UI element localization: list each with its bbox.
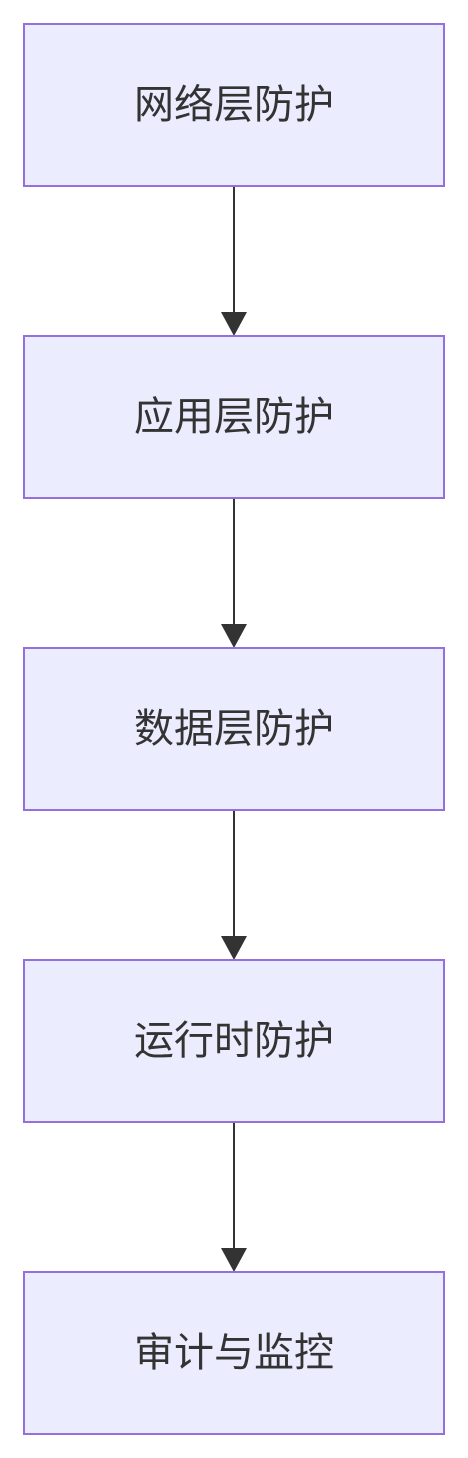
node-network-layer: 网络层防护 [23,23,445,187]
arrow-down-icon [221,624,247,648]
node-box [23,23,445,187]
node-box [23,335,445,499]
node-box [23,1271,445,1435]
node-label: 运行时防护 [134,1018,334,1064]
arrow-down-icon [221,312,247,336]
node-runtime: 运行时防护 [23,959,445,1123]
arrow-down-icon [221,936,247,960]
node-label: 网络层防护 [134,82,334,128]
flow-edge [221,810,247,960]
node-data-layer: 数据层防护 [23,647,445,811]
flow-edge [221,1122,247,1272]
node-label: 数据层防护 [134,706,334,752]
node-label: 应用层防护 [134,394,334,440]
node-audit-monitoring: 审计与监控 [23,1271,445,1435]
node-application-layer: 应用层防护 [23,335,445,499]
node-label: 审计与监控 [134,1330,334,1376]
node-box [23,959,445,1123]
arrow-down-icon [221,1248,247,1272]
node-box [23,647,445,811]
flow-edge [221,498,247,648]
flow-edge [221,186,247,336]
